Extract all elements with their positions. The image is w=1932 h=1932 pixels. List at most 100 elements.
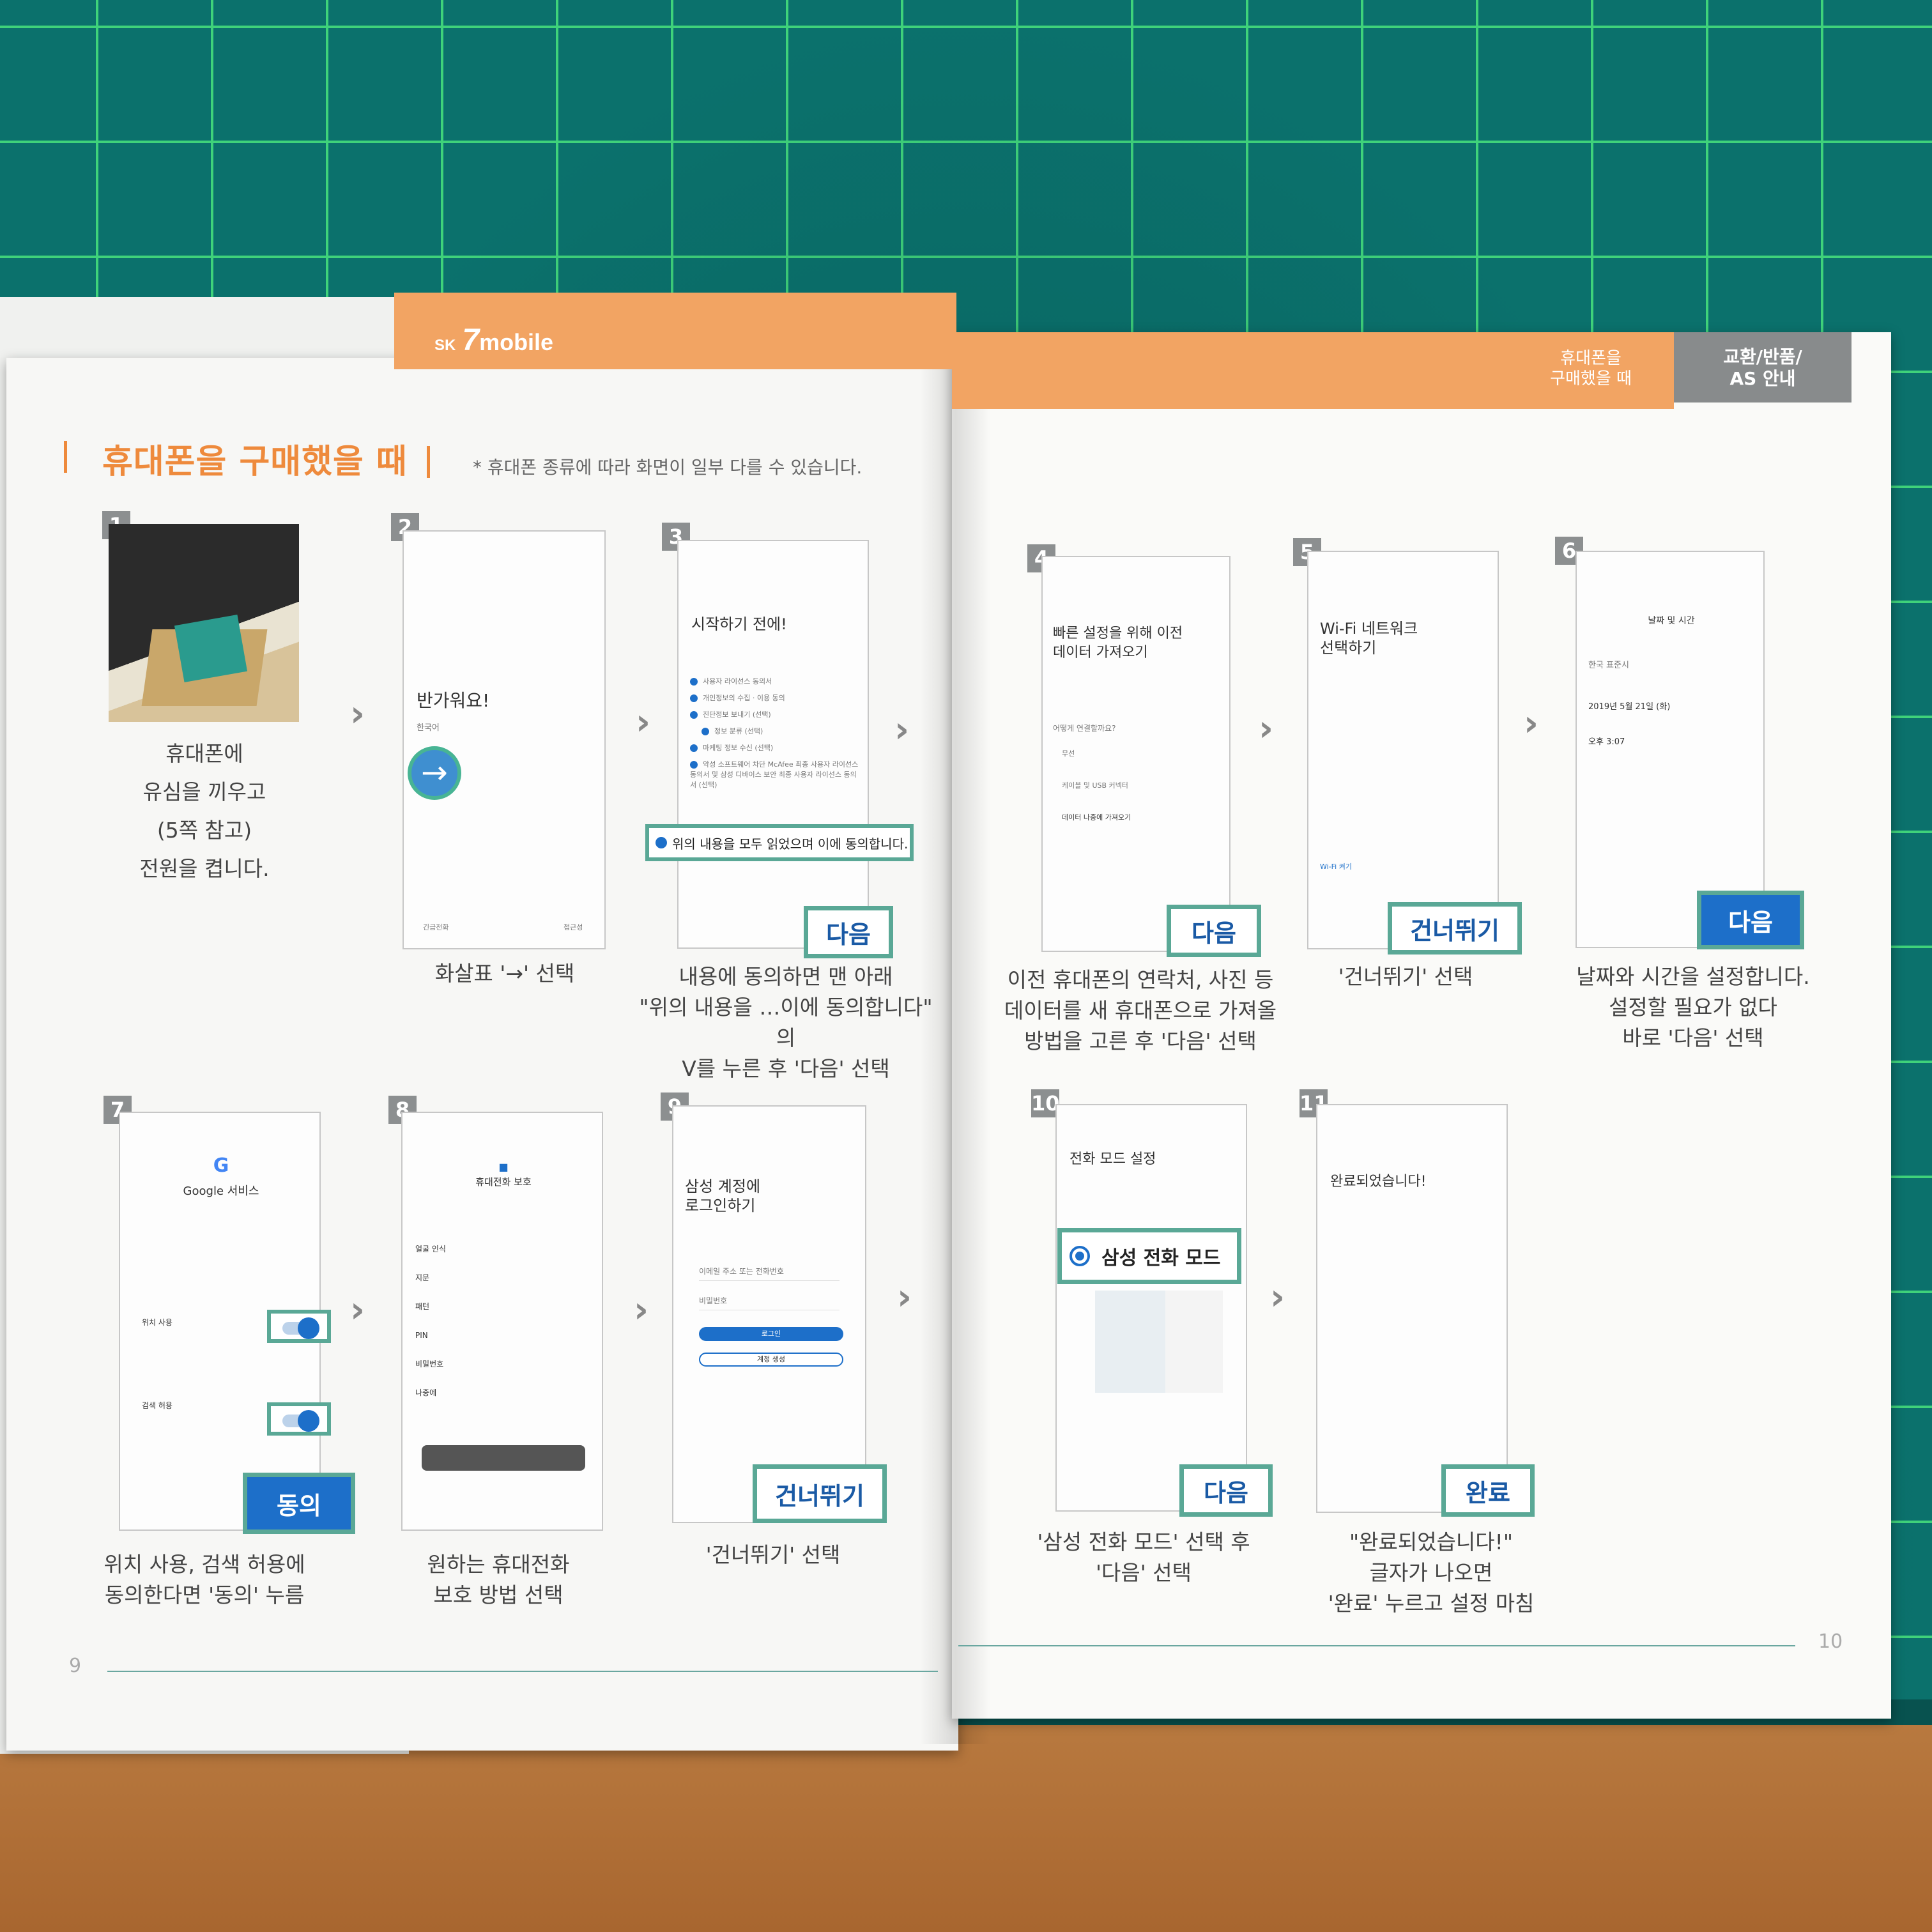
phone-protect-title: 휴대전화 보호 — [475, 1176, 532, 1188]
chevron-right-icon: › — [350, 1289, 365, 1331]
welcome-title: 반가워요! — [417, 690, 490, 711]
create-account-button[interactable]: 계정 생성 — [699, 1353, 843, 1367]
step-4-caption: 이전 휴대폰의 연락처, 사진 등 데이터를 새 휴대폰으로 가져올 방법을 고… — [1004, 967, 1277, 1054]
done-title: 완료되었습니다! — [1330, 1174, 1427, 1190]
email-field[interactable]: 이메일 주소 또는 전화번호 — [699, 1267, 784, 1276]
logo-mobile: mobile — [479, 329, 554, 355]
radio-selected-icon — [1070, 1246, 1090, 1266]
step-7-agree-button[interactable]: 동의 — [243, 1473, 355, 1534]
step-6-screen: 날짜 및 시간 한국 표준시 2019년 5월 21일 (화) 오후 3:07 — [1575, 551, 1765, 948]
location-toggle[interactable] — [267, 1310, 331, 1343]
email-underline — [699, 1280, 839, 1281]
step-3-next-button[interactable]: 다음 — [804, 906, 893, 958]
login-label: 로그인 — [761, 1330, 781, 1338]
chevron-right-icon: › — [1270, 1276, 1285, 1318]
step-3-screen: 시작하기 전에! 사용자 라이선스 동의서 개인정보의 수집 · 이용 동의 진… — [677, 540, 869, 949]
check-icon — [656, 837, 667, 848]
terms-list: 사용자 라이선스 동의서 개인정보의 수집 · 이용 동의 진단정보 보내기 (… — [690, 677, 862, 790]
step-1-caption: 휴대폰에 유심을 끼우고 (5쪽 참고) 전원을 켭니다. — [139, 741, 270, 881]
header-band-right — [952, 332, 1674, 409]
step-8-caption: 원하는 휴대전화 보호 방법 선택 — [427, 1552, 570, 1607]
info-toast — [422, 1445, 585, 1471]
option-later[interactable]: 데이터 나중에 가져오기 — [1062, 813, 1131, 822]
term-6: 악성 소프트웨어 차단 McAfee 최종 사용자 라이선스 동의서 및 삼성 … — [690, 760, 859, 789]
chevron-right-icon: › — [634, 1289, 649, 1331]
book-gutter — [920, 358, 990, 1744]
step-3-caption: 내용에 동의하면 맨 아래 "위의 내용을 …이에 동의합니다" 의 V를 누른… — [639, 964, 933, 1081]
time-field[interactable]: 오후 3:07 — [1588, 737, 1625, 747]
location-use-label: 위치 사용 — [142, 1318, 172, 1327]
footer-line-left — [107, 1671, 938, 1672]
step-2-caption: 화살표 '→' 선택 — [434, 961, 575, 986]
import-title: 빠른 설정을 위해 이전 데이터 가져오기 — [1053, 625, 1183, 661]
chevron-right-icon: › — [1524, 703, 1539, 744]
step-5-caption: '건너뛰기' 선택 — [1338, 964, 1473, 989]
step-9-skip-button[interactable]: 건너뛰기 — [753, 1464, 887, 1523]
header-tab-return: 교환/반품/ AS 안내 — [1674, 332, 1851, 402]
samsung-call-mode-radio[interactable]: 삼성 전화 모드 — [1057, 1228, 1241, 1284]
step-10-caption: '삼성 전화 모드' 선택 후 '다음' 선택 — [1037, 1529, 1250, 1585]
password-field[interactable]: 비밀번호 — [699, 1296, 728, 1305]
google-g-icon: G — [213, 1154, 229, 1177]
step-8-screen: ■ 휴대전화 보호 얼굴 인식 지문 패턴 PIN 비밀번호 나중에 — [401, 1112, 603, 1531]
term-2: 개인정보의 수집 · 이용 동의 — [703, 694, 785, 702]
option-cable[interactable]: 케이블 및 USB 커넥터 — [1062, 781, 1128, 790]
emergency-call: 긴급전화 — [423, 923, 449, 931]
search-toggle[interactable] — [267, 1402, 331, 1436]
step-5-skip-button[interactable]: 건너뛰기 — [1388, 902, 1522, 954]
logo-sk: SK — [434, 337, 456, 354]
search-allow-label: 검색 허용 — [142, 1401, 172, 1410]
accessibility: 접근성 — [564, 923, 583, 931]
opt-password[interactable]: 비밀번호 — [415, 1360, 444, 1368]
samsung-login-title: 삼성 계정에 로그인하기 — [685, 1177, 761, 1215]
section-title: 휴대폰을 구매했을 때 — [102, 443, 408, 481]
section-note: * 휴대폰 종류에 따라 화면이 일부 다를 수 있습니다. — [473, 457, 862, 478]
opt-later[interactable]: 나중에 — [415, 1388, 437, 1397]
logo-7: 7 — [462, 323, 480, 357]
next-arrow-icon[interactable]: → — [408, 746, 461, 800]
chevron-right-icon: › — [1259, 708, 1274, 749]
term-1: 사용자 라이선스 동의서 — [703, 677, 772, 686]
chevron-right-icon: › — [636, 702, 651, 743]
wifi-title: Wi-Fi 네트워크 선택하기 — [1320, 620, 1418, 657]
step-11-screen: 완료되었습니다! — [1316, 1104, 1508, 1513]
step-2-screen: 반가워요! 한국어 긴급전화 접근성 — [402, 530, 606, 949]
page-number-left: 9 — [69, 1655, 82, 1677]
wooden-table — [0, 1725, 1932, 1932]
language-select: 한국어 — [417, 723, 440, 733]
opt-fingerprint[interactable]: 지문 — [415, 1273, 430, 1282]
step-4-screen: 빠른 설정을 위해 이전 데이터 가져오기 어떻게 연결할까요? 무선 케이블 … — [1041, 556, 1230, 952]
step-6-next-label: 다음 — [1728, 902, 1773, 938]
term-5: 마케팅 정보 수신 (선택) — [703, 744, 774, 752]
step-4-next-button[interactable]: 다음 — [1167, 905, 1261, 957]
step-10-next-button[interactable]: 다음 — [1179, 1464, 1273, 1517]
term-4: 정보 분류 (선택) — [714, 727, 763, 735]
date-field[interactable]: 2019년 5월 21일 (화) — [1588, 702, 1671, 712]
header-band-left — [394, 293, 956, 369]
header-tab-purchase: 휴대폰을 구매했을 때 — [1550, 349, 1632, 388]
login-button[interactable]: 로그인 — [699, 1327, 843, 1341]
opt-pattern[interactable]: 패턴 — [415, 1302, 430, 1311]
agree-all-checkbox[interactable]: 위의 내용을 모두 읽었으며 이에 동의합니다. — [645, 824, 914, 861]
step-11-caption: "완료되었습니다!" 글자가 나오면 '완료' 누르고 설정 마침 — [1328, 1529, 1535, 1616]
dialer-preview — [1095, 1291, 1223, 1393]
timezone-field[interactable]: 한국 표준시 — [1588, 661, 1629, 670]
step-7-agree-label: 동의 — [277, 1485, 321, 1521]
opt-face[interactable]: 얼굴 인식 — [415, 1245, 446, 1254]
create-label: 계정 생성 — [757, 1355, 785, 1363]
google-services-title: Google 서비스 — [183, 1184, 259, 1198]
wifi-on-link[interactable]: Wi-Fi 켜기 — [1320, 862, 1352, 871]
step-6-caption: 날짜와 시간을 설정합니다. 설정할 필요가 없다 바로 '다음' 선택 — [1576, 964, 1810, 1050]
step-6-next-button[interactable]: 다음 — [1697, 891, 1804, 949]
samsung-call-mode-label: 삼성 전화 모드 — [1101, 1247, 1221, 1269]
step-9-caption: '건너뛰기' 선택 — [705, 1542, 841, 1567]
option-wireless[interactable]: 무선 — [1062, 749, 1075, 758]
opt-pin[interactable]: PIN — [415, 1331, 428, 1340]
title-bar-right — [427, 446, 430, 478]
sim-tray-photo — [109, 524, 299, 722]
lock-icon: ■ — [498, 1161, 509, 1173]
step-11-done-button[interactable]: 완료 — [1441, 1464, 1535, 1517]
chevron-right-icon: › — [894, 709, 910, 751]
datetime-title: 날짜 및 시간 — [1648, 616, 1695, 626]
step-10-screen: 전화 모드 설정 — [1055, 1104, 1247, 1512]
